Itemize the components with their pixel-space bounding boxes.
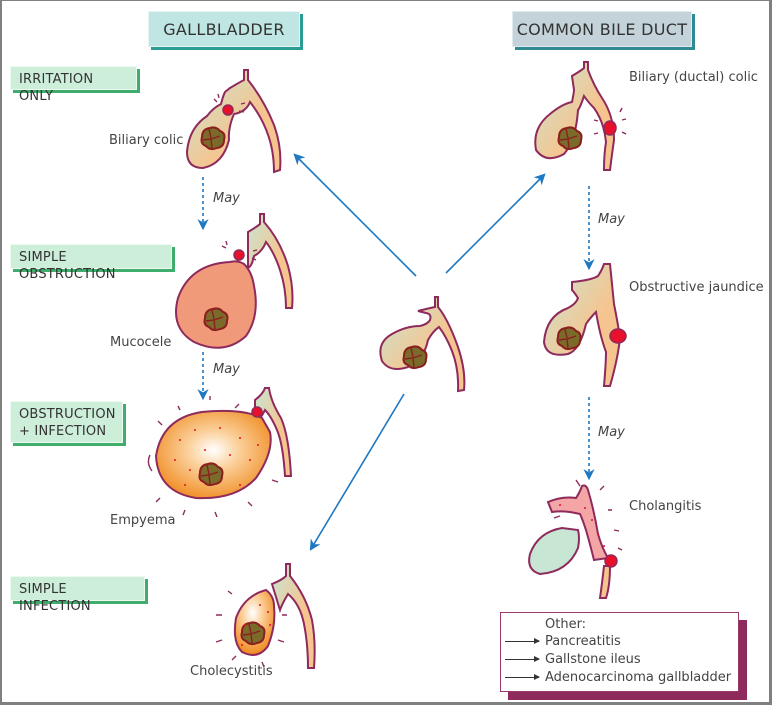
- gallbladder-header: GALLBLADDER: [148, 11, 300, 47]
- stage-label-line1: OBSTRUCTION: [19, 407, 116, 422]
- label-ductal-colic: Biliary (ductal) colic: [629, 70, 758, 85]
- other-item-label: Adenocarcinoma gallbladder: [545, 670, 732, 685]
- obstructive-jaundice-illustration: [542, 263, 627, 387]
- label-biliary-colic: Biliary colic: [109, 133, 184, 148]
- other-title: Other:: [545, 617, 587, 632]
- arrow-to-biliary-colic: [293, 153, 417, 277]
- stage-label: SIMPLE INFECTION: [19, 582, 91, 614]
- ductal-colic-illustration: [534, 61, 627, 171]
- common-bile-duct-header-text: COMMON BILE DUCT: [516, 19, 688, 39]
- may-label: May: [213, 362, 240, 377]
- gallstones-icon: [200, 126, 226, 151]
- may-label: May: [598, 212, 625, 227]
- other-item-label: Gallstone ileus: [545, 652, 641, 667]
- empyema-illustration: [147, 387, 293, 518]
- arrow-to-ductal-colic: [445, 173, 546, 274]
- cholangitis-illustration: [528, 479, 623, 599]
- common-bile-duct-header: COMMON BILE DUCT: [512, 11, 692, 47]
- may-label: May: [598, 425, 625, 440]
- stage-simple-infection: SIMPLE INFECTION: [10, 576, 145, 614]
- mucocele-illustration: [175, 213, 294, 349]
- gallstones-icon: [556, 326, 582, 351]
- stage-label-line2: + INFECTION: [19, 424, 107, 439]
- other-item-label: Pancreatitis: [545, 634, 621, 649]
- label-empyema: Empyema: [110, 513, 176, 528]
- arrow-right-icon: [505, 674, 540, 680]
- arrow-right-icon: [505, 656, 540, 662]
- gallstones-icon: [203, 307, 229, 332]
- stage-label: IRRITATION ONLY: [19, 72, 94, 104]
- other-item: Pancreatitis: [505, 634, 621, 649]
- gallstones-icon: [198, 462, 224, 487]
- stage-obstruction-infection: OBSTRUCTION + INFECTION: [10, 401, 123, 443]
- stage-irritation-only: IRRITATION ONLY: [10, 66, 137, 104]
- stage-label: SIMPLE OBSTRUCTION: [19, 250, 116, 282]
- other-item: Gallstone ileus: [505, 652, 641, 667]
- central-gallbladder-illustration: [379, 296, 466, 393]
- may-label: May: [213, 191, 240, 206]
- label-cholangitis: Cholangitis: [629, 499, 702, 514]
- label-mucocele: Mucocele: [110, 335, 172, 350]
- arrow-right-icon: [505, 638, 540, 644]
- label-obstructive-jaundice: Obstructive jaundice: [629, 280, 764, 295]
- other-item: Adenocarcinoma gallbladder: [505, 670, 731, 685]
- label-cholecystitis: Cholecystitis: [190, 664, 273, 679]
- stage-simple-obstruction: SIMPLE OBSTRUCTION: [10, 244, 172, 282]
- gallstones-icon: [402, 345, 428, 370]
- biliary-colic-illustration: [185, 69, 282, 174]
- other-complications-box: Other: Pancreatitis Gallstone ileus Aden…: [500, 612, 739, 692]
- arrow-to-cholecystitis: [309, 393, 405, 551]
- cholecystitis-illustration: [215, 563, 316, 669]
- gallbladder-header-text: GALLBLADDER: [163, 19, 285, 39]
- gallstones-icon: [557, 126, 583, 151]
